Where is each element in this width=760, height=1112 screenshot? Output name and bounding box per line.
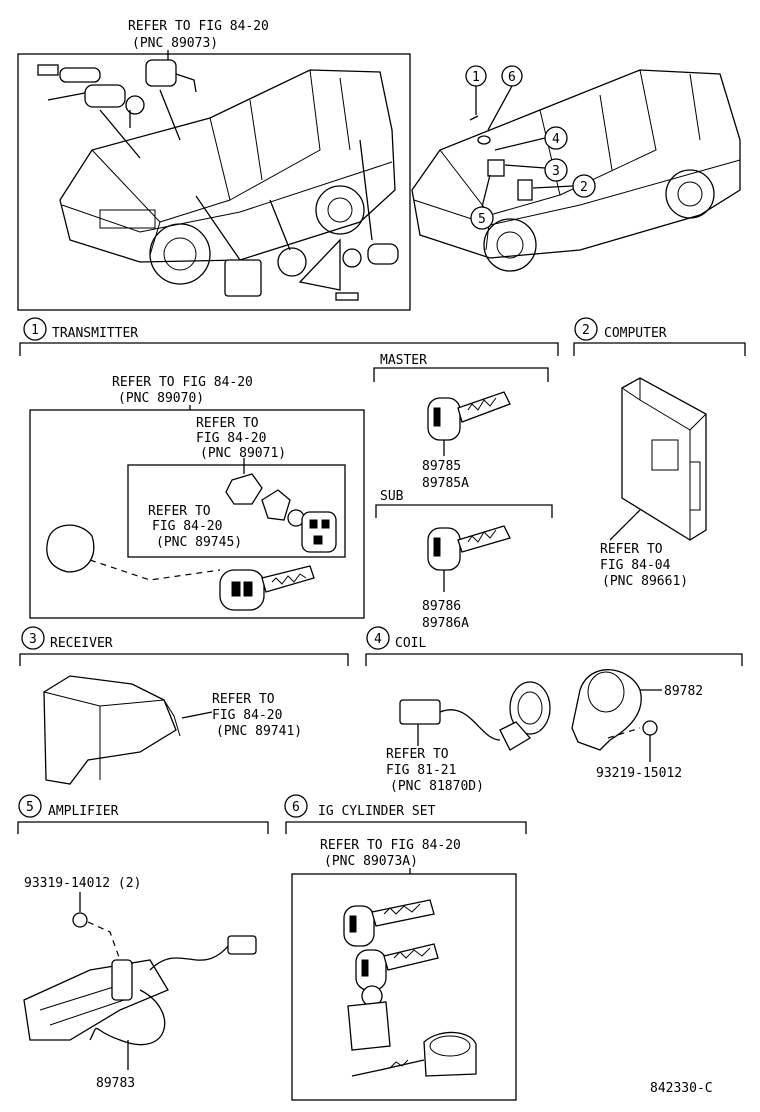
- computer-unit: [621, 377, 707, 541]
- transmitter-refer-b2: FIG 84-20: [196, 431, 266, 446]
- section-transmitter: 1 TRANSMITTER: [19, 317, 559, 356]
- section-receiver: 3 RECEIVER: [19, 626, 349, 666]
- section-ig-cylinder: 6 IG CYLINDER SET: [284, 794, 527, 834]
- section-computer: 2 COMPUTER: [573, 317, 746, 356]
- transmitter-refer-b3: (PNC 89071): [200, 446, 286, 461]
- section-title-computer: COMPUTER: [604, 326, 667, 341]
- transmitter-frame: [29, 409, 365, 619]
- section-num-1: 1: [31, 323, 39, 338]
- section-num-4: 4: [374, 632, 382, 647]
- index-circle-2: 2: [580, 180, 588, 195]
- section-title-receiver: RECEIVER: [50, 636, 113, 651]
- sub-key: [427, 525, 511, 592]
- section-coil: 4 COIL: [365, 626, 743, 666]
- index-circle-6: 6: [508, 70, 516, 85]
- sub-label: SUB: [380, 489, 404, 504]
- master-key: [427, 391, 511, 456]
- amplifier-part-89783: 89783: [96, 1076, 135, 1091]
- vehicle-illustration-left: [37, 59, 399, 301]
- computer-refer1: REFER TO: [600, 542, 663, 557]
- transmitter-refer-c3: (PNC 89745): [156, 535, 242, 550]
- index-circle-3: 3: [552, 164, 560, 179]
- transmitter-inner-frame: [127, 464, 346, 558]
- top-left-frame: [17, 53, 411, 311]
- section-title-coil: COIL: [395, 636, 426, 651]
- sub-part2: 89786A: [422, 616, 469, 631]
- coil-refer1: REFER TO: [386, 747, 449, 762]
- transmitter-refer-a1: REFER TO FIG 84-20: [112, 375, 253, 390]
- master-label: MASTER: [380, 353, 427, 368]
- ig-cylinder-parts: [343, 899, 477, 1077]
- ig-refer2: (PNC 89073A): [324, 854, 418, 869]
- master-part1: 89785: [422, 459, 461, 474]
- coil-part-89782: 89782: [664, 684, 703, 699]
- sub-part1: 89786: [422, 599, 461, 614]
- section-title-ig-cylinder: IG CYLINDER SET: [318, 804, 436, 819]
- index-circle-5: 5: [478, 212, 486, 227]
- amplifier-unit: [23, 935, 257, 1046]
- transmitter-refer-a2: (PNC 89070): [118, 391, 204, 406]
- top-refer-line1: REFER TO FIG 84-20: [128, 19, 269, 34]
- computer-refer2: FIG 84-04: [600, 558, 671, 573]
- top-refer-line2: (PNC 89073): [132, 36, 218, 51]
- ig-cylinder-frame: [291, 873, 517, 1101]
- transmitter-parts: [46, 458, 337, 611]
- amplifier-screw-icon: [72, 912, 88, 928]
- vehicle-illustration-right: [411, 69, 741, 272]
- section-title-amplifier: AMPLIFIER: [48, 804, 119, 819]
- coil-refer3: (PNC 81870D): [390, 779, 484, 794]
- coil-refer2: FIG 81-21: [386, 763, 456, 778]
- section-num-5: 5: [26, 800, 34, 815]
- computer-refer3: (PNC 89661): [602, 574, 688, 589]
- section-num-6: 6: [292, 800, 300, 815]
- index-circle-1: 1: [472, 70, 480, 85]
- transmitter-refer-c1: REFER TO: [148, 504, 211, 519]
- figure-code: 842330-C: [650, 1081, 713, 1096]
- section-amplifier: 5 AMPLIFIER: [17, 794, 269, 834]
- master-part2: 89785A: [422, 476, 469, 491]
- section-title-transmitter: TRANSMITTER: [52, 326, 138, 341]
- amplifier-part-screw: 93319-14012 (2): [24, 876, 141, 891]
- receiver-unit: [43, 675, 181, 785]
- ig-refer1: REFER TO FIG 84-20: [320, 838, 461, 853]
- receiver-refer3: (PNC 89741): [216, 724, 302, 739]
- coil-part-screw: 93219-15012: [596, 766, 682, 781]
- transmitter-refer-b1: REFER TO: [196, 416, 259, 431]
- transmitter-refer-c2: FIG 84-20: [152, 519, 222, 534]
- index-circle-4: 4: [552, 132, 560, 147]
- coil-parts: [399, 669, 658, 751]
- section-num-3: 3: [29, 632, 37, 647]
- receiver-refer2: FIG 84-20: [212, 708, 282, 723]
- index-circles: 1 6 4 3 2 5: [465, 65, 596, 230]
- receiver-refer1: REFER TO: [212, 692, 275, 707]
- section-num-2: 2: [582, 323, 590, 338]
